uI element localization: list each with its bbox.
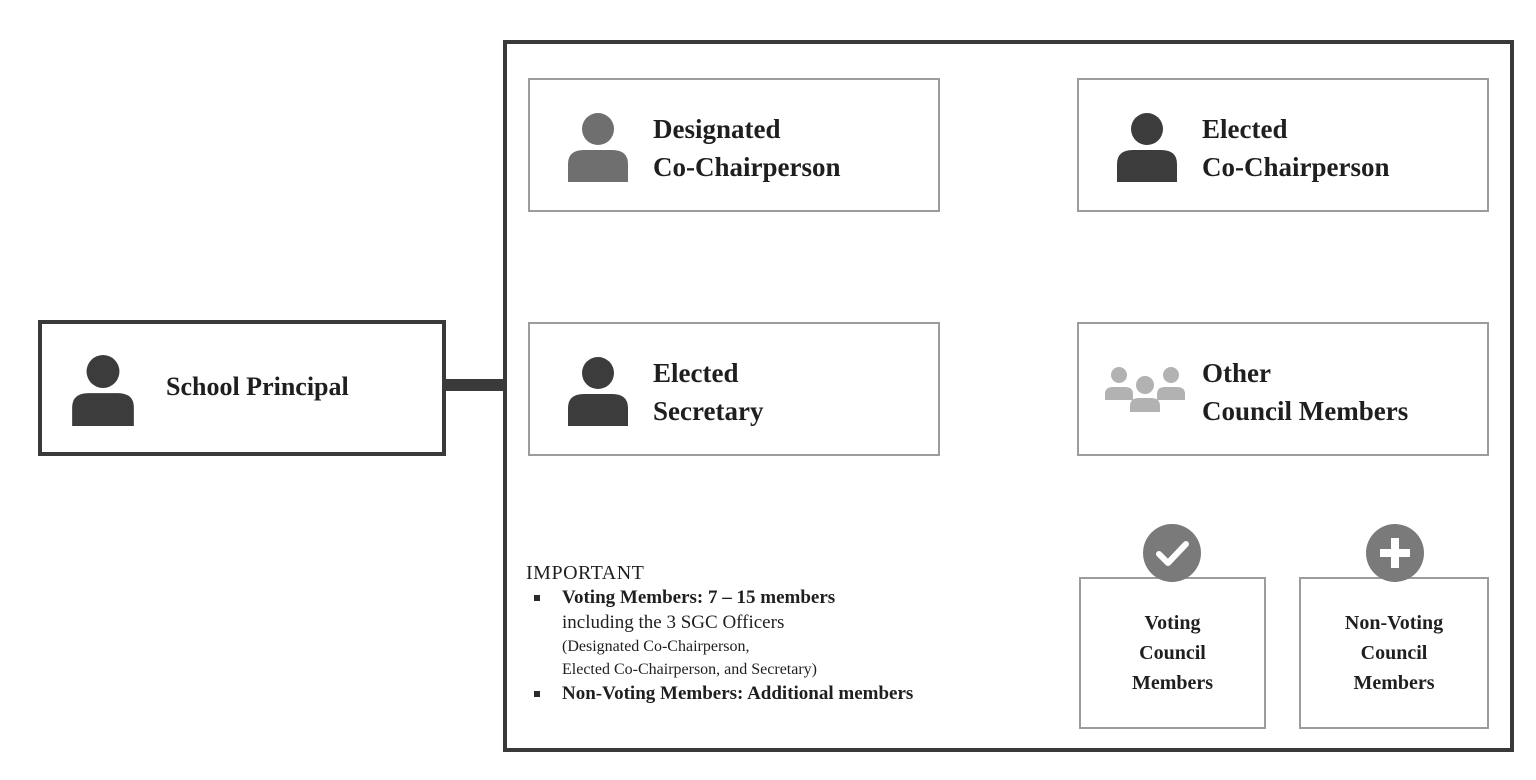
note-non-voting-members: Non-Voting Members: Additional members [526, 681, 1066, 706]
person-icon [568, 357, 628, 426]
elected-co-chair-label: Elected Co-Chairperson [1202, 114, 1390, 182]
important-list: Voting Members: 7 – 15 members including… [526, 585, 1066, 706]
elected-co-chair-box: Elected Co-Chairperson [1077, 78, 1489, 212]
plus-circle-icon [1366, 524, 1424, 582]
other-council-members-label: Other Council Members [1202, 358, 1409, 426]
designated-co-chair-label: Designated Co-Chairperson [653, 114, 841, 182]
note-voting-text: including the 3 SGC Officers [562, 612, 785, 633]
school-principal-label: School Principal [166, 372, 349, 401]
principal-link [446, 379, 506, 391]
school-principal-box: School Principal [38, 320, 446, 456]
important-title: IMPORTANT [526, 562, 645, 584]
note-voting-bold: Voting Members: 7 – 15 members [562, 587, 836, 608]
non-voting-council-members-box: Non-Voting Council Members [1299, 577, 1489, 729]
person-icon [72, 355, 134, 426]
note-nonvoting-bold: Non-Voting Members: Additional members [562, 683, 914, 704]
voting-council-members-box: Voting Council Members [1079, 577, 1266, 729]
designated-co-chair-box: Designated Co-Chairperson [528, 78, 940, 212]
non-voting-council-members-label: Non-Voting Council Members [1344, 612, 1444, 694]
group-icon [1105, 367, 1185, 412]
note-voting-officers-2: Elected Co-Chairperson, and Secretary) [562, 661, 818, 678]
person-icon [1117, 113, 1177, 182]
note-voting-officers-1: (Designated Co-Chairperson, [562, 638, 750, 655]
voting-council-members-label: Voting Council Members [1131, 612, 1214, 694]
note-voting-members: Voting Members: 7 – 15 members including… [526, 585, 1066, 681]
other-council-members-box: Other Council Members [1077, 322, 1489, 456]
elected-secretary-box: Elected Secretary [528, 322, 940, 456]
important-note: IMPORTANT Voting Members: 7 – 15 members… [526, 562, 1066, 706]
person-icon [568, 113, 628, 182]
check-circle-icon [1143, 524, 1201, 582]
elected-secretary-label: Elected Secretary [653, 358, 764, 426]
